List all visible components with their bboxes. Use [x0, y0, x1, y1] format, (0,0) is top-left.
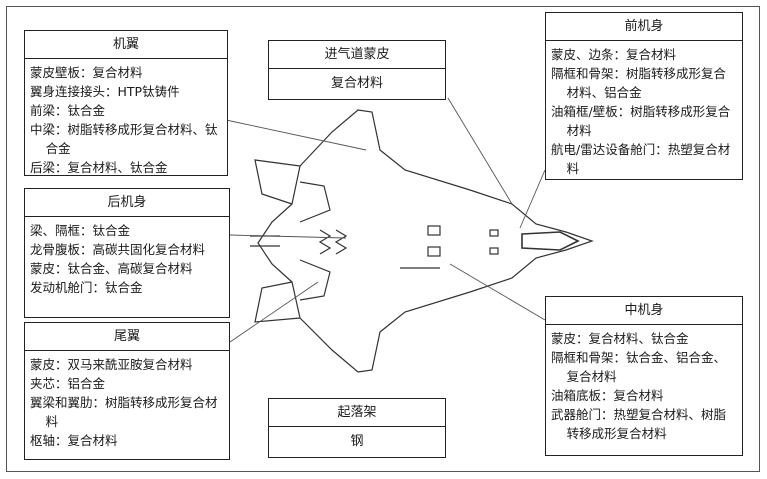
wing-line: 前梁：钛合金: [30, 103, 106, 118]
canopy: [521, 231, 580, 251]
fuselage-outline: [257, 109, 594, 373]
wing-lines: 蒙皮壁板：复合材料 翼身连接接头：HTP钛铸件 前梁：钛合金 中梁：树脂转移成形…: [25, 59, 227, 180]
tail-title: 尾翼: [25, 323, 229, 351]
wing-line: 后梁：复合材料、钛合金: [30, 160, 168, 175]
upper-wing: [254, 159, 301, 205]
tail-box: 尾翼 蒙皮：双马来酰亚胺复合材料 夹芯：铝合金 翼梁和翼肋：树脂转移成形复合材料…: [24, 322, 230, 460]
wing-box: 机翼 蒙皮壁板：复合材料 翼身连接接头：HTP钛铸件 前梁：钛合金 中梁：树脂转…: [24, 30, 228, 176]
forward-fuselage-lines: 蒙皮、边条：复合材料 隔框和骨架：树脂转移成形复合材料、铝合金 油箱框/壁板：树…: [546, 41, 742, 181]
mid-fuselage-line: 武器舱门：热塑复合材料、树脂转移成形复合材料: [551, 407, 727, 441]
landing-gear-value: 钢: [350, 434, 364, 449]
wing-title: 机翼: [25, 31, 227, 59]
tail-line: 枢轴：复合材料: [30, 433, 118, 448]
inlet-skin-box: 进气道蒙皮 复合材料: [268, 40, 446, 100]
forward-fuselage-line: 油箱框/壁板：树脂转移成形复合材料: [551, 104, 731, 138]
mid-fuselage-line: 隔框和骨架：钛合金、铝合金、复合材料: [551, 350, 727, 384]
lower-wing: [254, 281, 301, 323]
tail-line: 蒙皮：双马来酰亚胺复合材料: [30, 357, 193, 372]
tail-lines: 蒙皮：双马来酰亚胺复合材料 夹芯：铝合金 翼梁和翼肋：树脂转移成形复合材料 枢轴…: [25, 351, 229, 453]
tail-line: 翼梁和翼肋：树脂转移成形复合材料: [30, 395, 218, 429]
mid-fuselage-title: 中机身: [546, 297, 742, 325]
forward-fuselage-line: 隔框和骨架：树脂转移成形复合材料、铝合金: [551, 66, 727, 100]
mid-fuselage-lines: 蒙皮：复合材料、钛合金 隔框和骨架：钛合金、铝合金、复合材料 油箱底板：复合材料…: [546, 325, 742, 446]
mid-fuselage-box: 中机身 蒙皮：复合材料、钛合金 隔框和骨架：钛合金、铝合金、复合材料 油箱底板：…: [545, 296, 743, 456]
inlet-skin-title: 进气道蒙皮: [269, 41, 445, 69]
aft-fuselage-line: 发动机舱门：钛合金: [30, 280, 143, 295]
inlet-skin-value: 复合材料: [330, 76, 383, 91]
aft-fuselage-line: 蒙皮：钛合金、高碳复合材料: [30, 261, 193, 276]
forward-fuselage-line: 航电/雷达设备舱门：热塑复合材料: [551, 142, 731, 176]
mid-fuselage-line: 油箱底板：复合材料: [551, 388, 664, 403]
aft-fuselage-box: 后机身 梁、隔框：钛合金 龙骨腹板：高碳共固化复合材料 蒙皮：钛合金、高碳复合材…: [24, 188, 230, 318]
upper-stab: [299, 181, 331, 223]
aft-fuselage-line: 龙骨腹板：高碳共固化复合材料: [30, 242, 206, 257]
figure-frame: [6, 6, 760, 472]
lower-stab: [299, 259, 331, 301]
wing-line: 蒙皮壁板：复合材料: [30, 65, 143, 80]
landing-gear-box: 起落架 钢: [268, 398, 446, 458]
aft-fuselage-title: 后机身: [25, 189, 229, 217]
forward-fuselage-title: 前机身: [546, 13, 742, 41]
mid-fuselage-line: 蒙皮：复合材料、钛合金: [551, 331, 689, 346]
tail-line: 夹芯：铝合金: [30, 376, 106, 391]
aft-fuselage-lines: 梁、隔框：钛合金 龙骨腹板：高碳共固化复合材料 蒙皮：钛合金、高碳复合材料 发动…: [25, 217, 229, 300]
forward-fuselage-box: 前机身 蒙皮、边条：复合材料 隔框和骨架：树脂转移成形复合材料、铝合金 油箱框/…: [545, 12, 743, 180]
forward-fuselage-line: 蒙皮、边条：复合材料: [551, 47, 677, 62]
wing-line: 翼身连接接头：HTP钛铸件: [30, 84, 180, 99]
aft-fuselage-line: 梁、隔框：钛合金: [30, 223, 131, 238]
landing-gear-title: 起落架: [269, 399, 445, 427]
wing-line: 中梁：树脂转移成形复合材料、钛合金: [30, 122, 218, 156]
